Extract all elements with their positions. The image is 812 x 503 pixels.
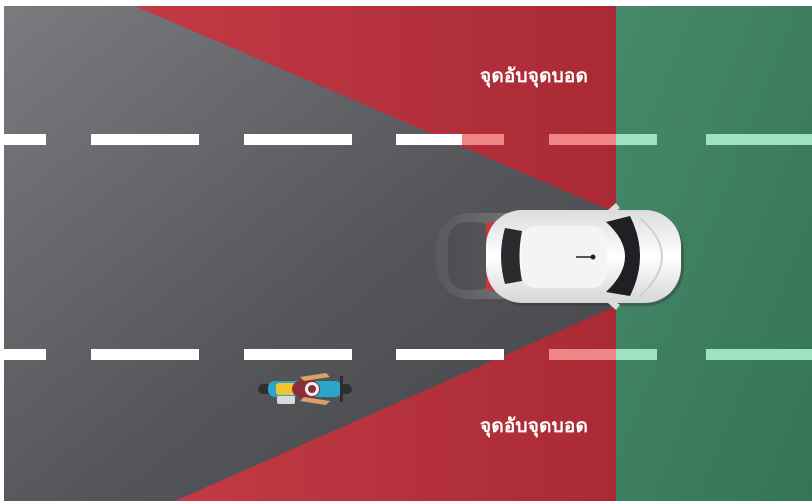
blind-spot-label-bottom: จุดอับจุดบอด <box>480 411 588 441</box>
blind-spot-label-top: จุดอับจุดบอด <box>480 61 588 91</box>
car-icon <box>486 203 684 310</box>
